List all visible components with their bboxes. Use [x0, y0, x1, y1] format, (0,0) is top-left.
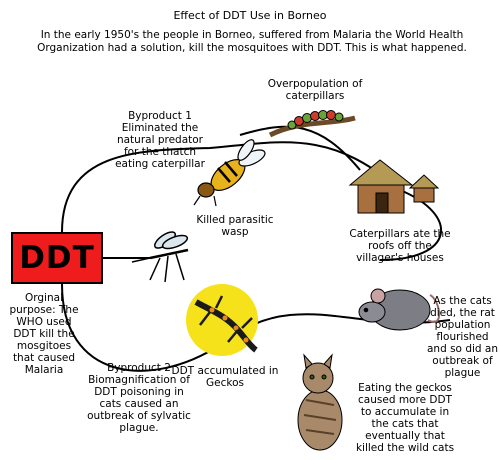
caption-byproduct-1: Byproduct 1 Eliminated the natural preda…: [115, 110, 205, 170]
upper-loop-line: [61, 141, 442, 261]
rat-icon: [358, 288, 441, 331]
caption-caterpillars: Overpopulation of caterpillars: [267, 78, 363, 102]
caterpillar-icon: [268, 110, 356, 138]
mosquito-icon: [131, 231, 189, 283]
ddt-label: DDT: [19, 240, 95, 276]
upper-right-line: [239, 125, 361, 171]
cat-icon: [297, 353, 343, 451]
caption-roofs: Caterpillars ate the roofs off the villa…: [349, 228, 451, 264]
ddt-box: DDT: [11, 232, 103, 284]
caption-rats: As the cats died, the rat population flo…: [427, 295, 498, 379]
caption-geckos: DDT accumulated in Geckos: [171, 365, 279, 389]
diagram-title: Effect of DDT Use in Borneo: [173, 9, 327, 22]
caption-cats: Eating the geckos caused more DDT to acc…: [355, 382, 455, 454]
caption-wasp: Killed parasitic wasp: [196, 214, 274, 238]
gecko-icon: [186, 284, 258, 356]
intro-text: In the early 1950's the people in Borneo…: [37, 29, 467, 54]
caption-byproduct-2: Byproduct 2 Biomagnification of DDT pois…: [87, 362, 191, 434]
hut-icon: [348, 159, 440, 214]
caption-purpose: Orginal purpose: The WHO used DDT kill t…: [9, 292, 79, 376]
wasp-icon: [193, 139, 266, 207]
